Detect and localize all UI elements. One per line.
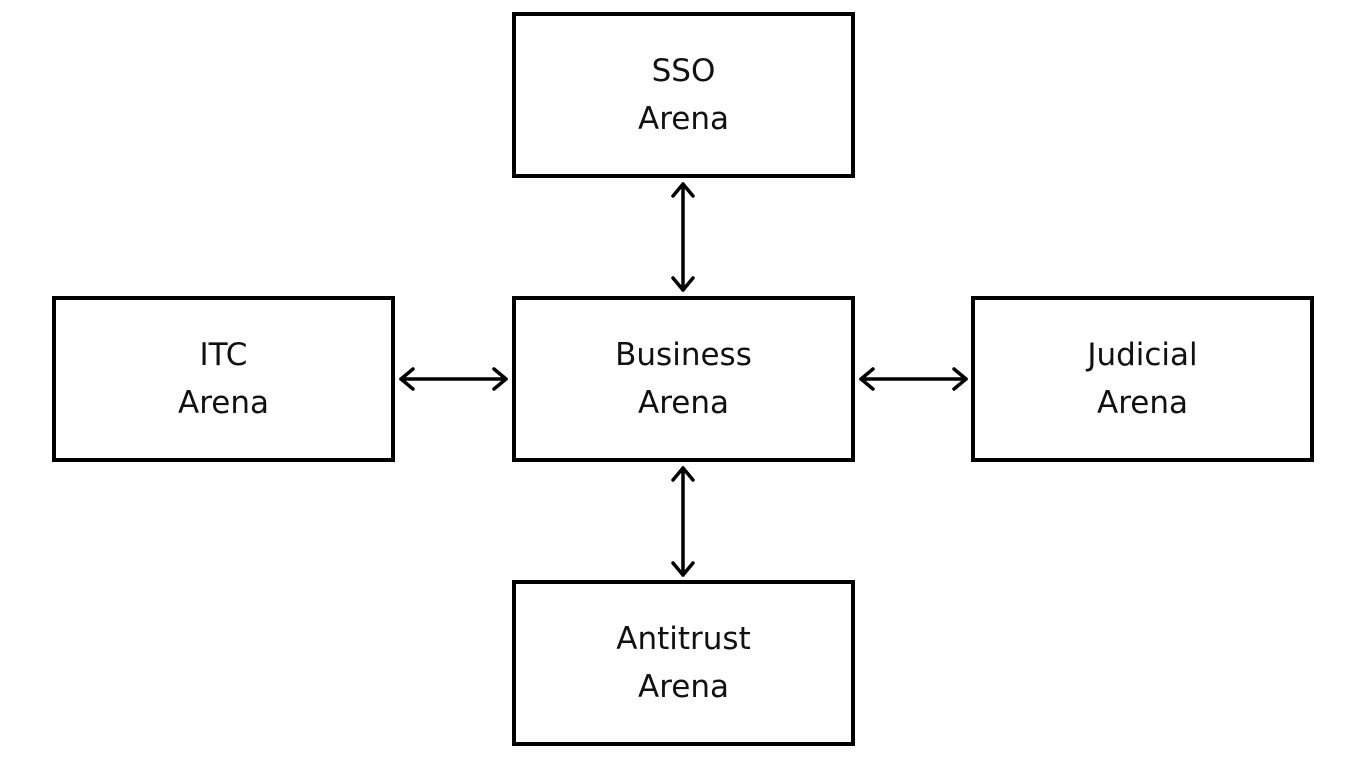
node-sso-arena: SSO Arena xyxy=(512,12,855,178)
node-sso-line2: Arena xyxy=(638,101,729,137)
edge-business-judicial xyxy=(859,367,968,391)
node-antitrust-arena: Antitrust Arena xyxy=(512,580,855,746)
edge-business-itc xyxy=(399,367,508,391)
node-itc-arena: ITC Arena xyxy=(52,296,395,462)
node-business-line2: Arena xyxy=(638,385,729,421)
node-itc-line1: ITC xyxy=(199,337,248,373)
node-sso-line1: SSO xyxy=(651,53,716,89)
node-business-line1: Business xyxy=(615,337,752,373)
node-judicial-arena: Judicial Arena xyxy=(971,296,1314,462)
edge-business-antitrust xyxy=(671,466,695,577)
node-antitrust-line1: Antitrust xyxy=(616,621,751,657)
node-business-arena: Business Arena xyxy=(512,296,855,462)
node-judicial-line2: Arena xyxy=(1097,385,1188,421)
node-antitrust-line2: Arena xyxy=(638,669,729,705)
node-judicial-line1: Judicial xyxy=(1087,337,1198,373)
edge-business-sso xyxy=(671,182,695,292)
node-itc-line2: Arena xyxy=(178,385,269,421)
